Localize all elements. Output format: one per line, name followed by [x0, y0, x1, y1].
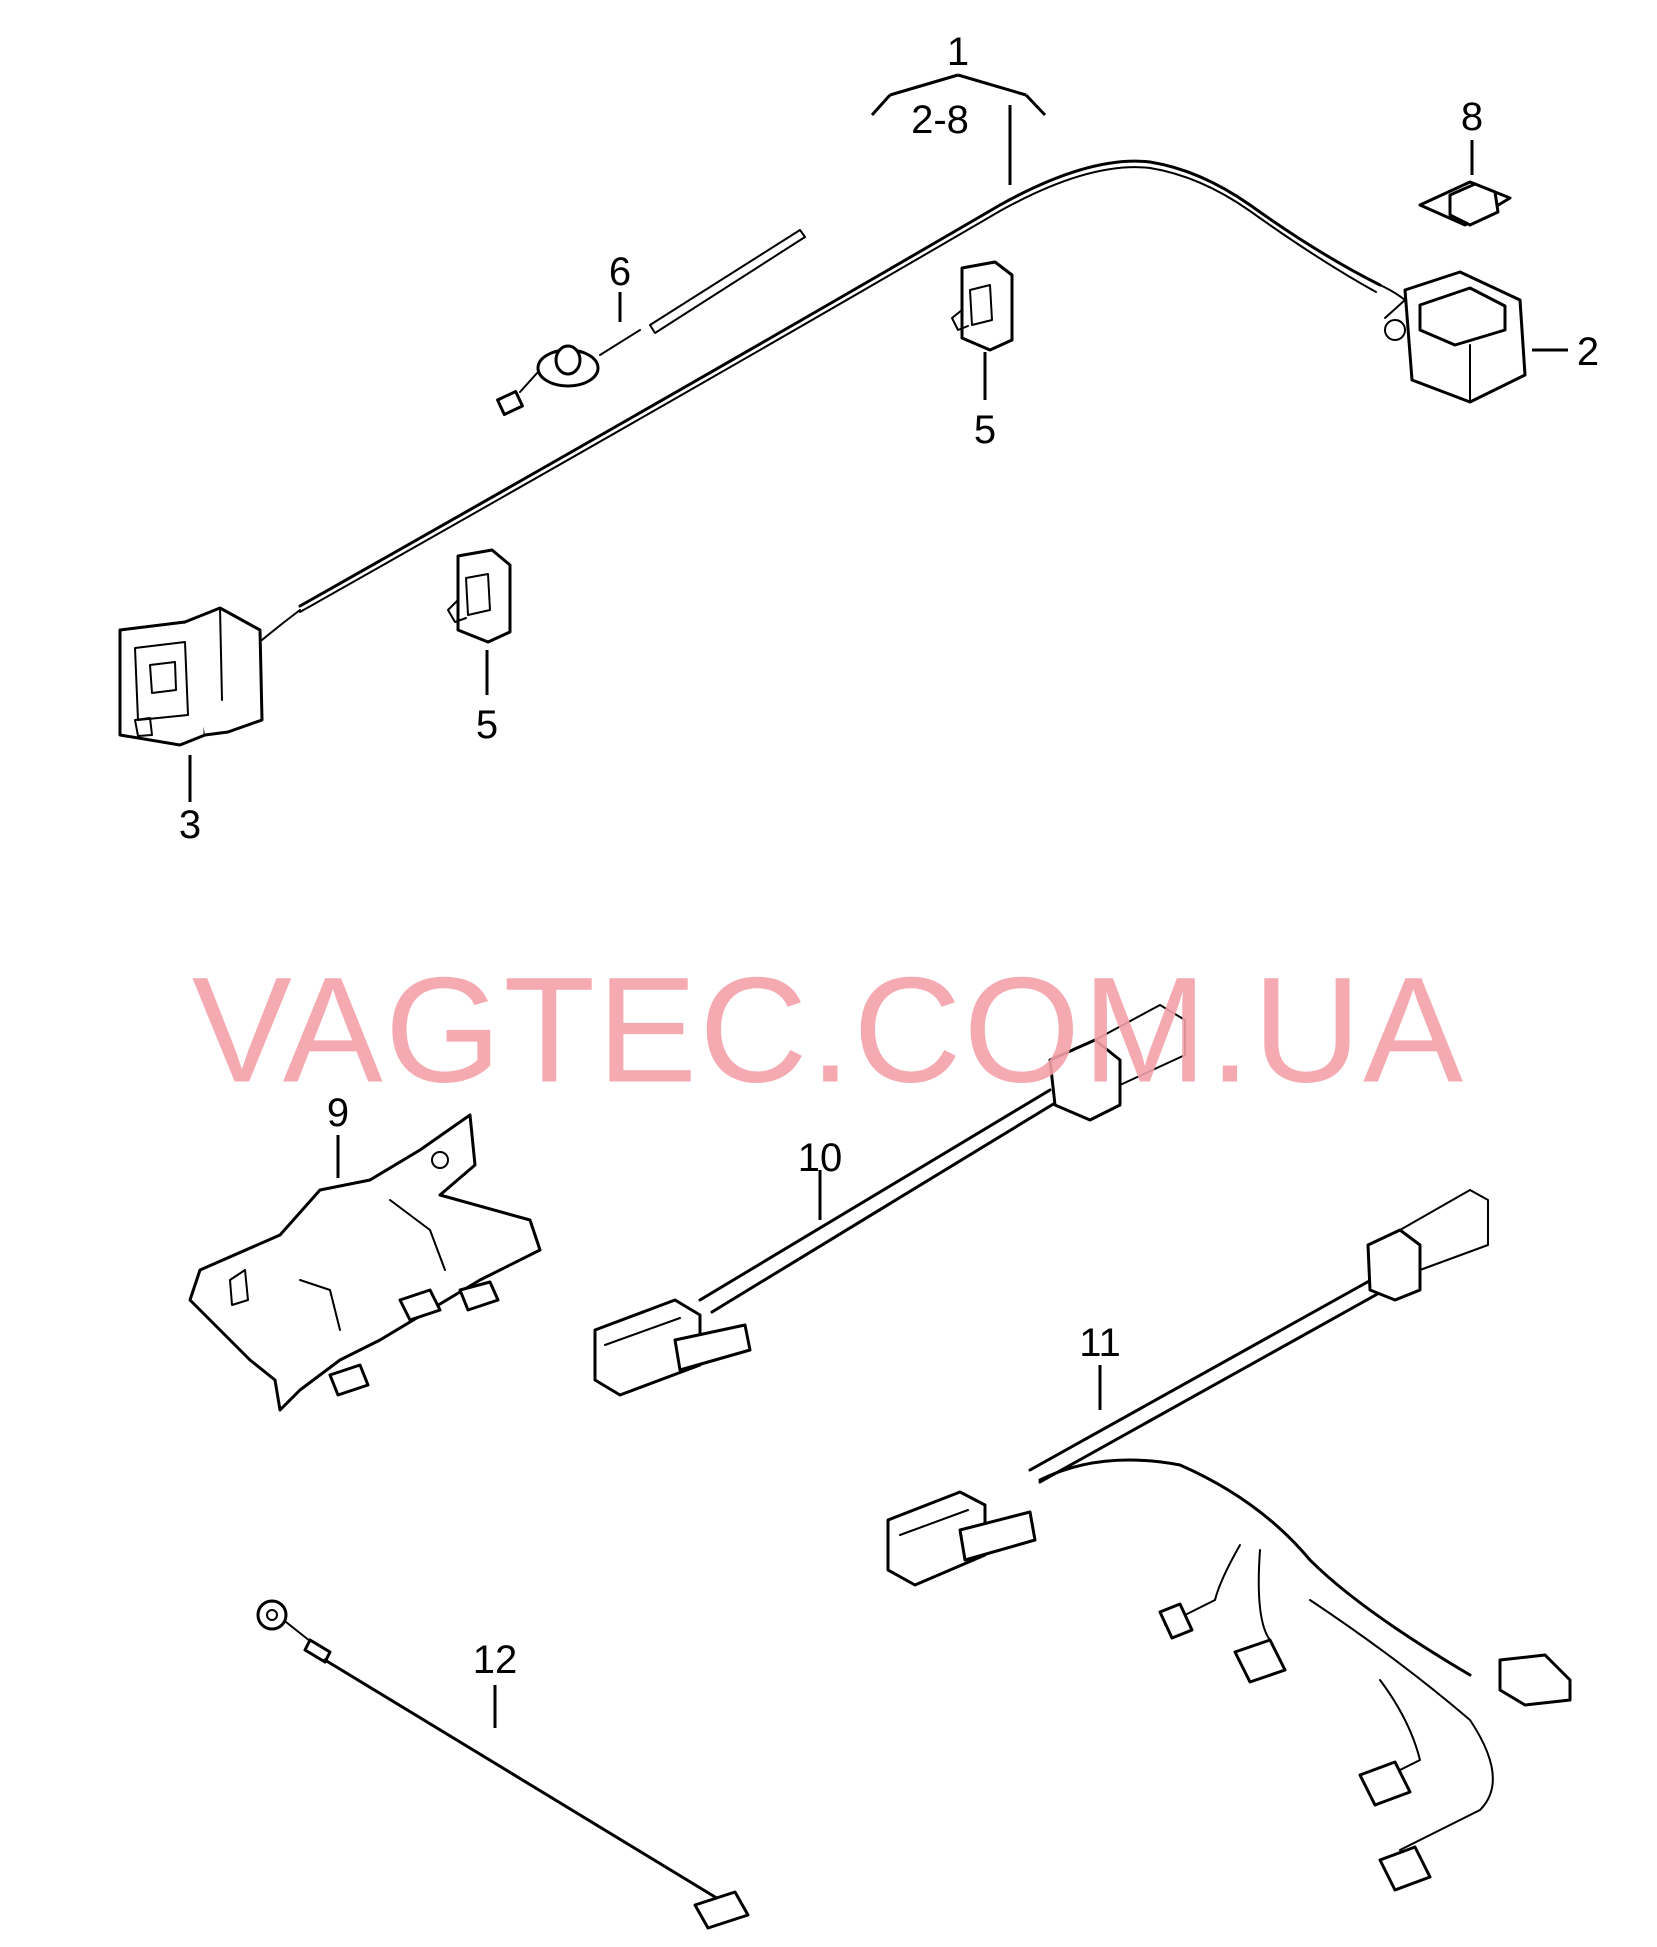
socket-part-3 — [118, 606, 264, 802]
callout-1-bracket — [870, 73, 1047, 185]
callout-6: 6 — [608, 250, 632, 294]
callout-8: 8 — [1460, 95, 1484, 139]
callout-2-8: 2-8 — [911, 98, 969, 142]
cable-tie-part-6 — [496, 229, 806, 416]
harness-part-11 — [886, 1189, 1572, 1892]
callout-10: 10 — [797, 1136, 843, 1180]
callout-5-upper: 5 — [973, 408, 997, 452]
callout-1: 1 — [946, 30, 970, 74]
callout-2: 2 — [1576, 330, 1600, 374]
ground-strap-part-12 — [256, 1599, 750, 1930]
clip-part-5-upper — [951, 260, 1014, 400]
harness-cable-part-1 — [261, 159, 1406, 641]
callout-5-lower: 5 — [475, 703, 499, 747]
clip-part-8 — [1418, 140, 1512, 227]
callout-12: 12 — [472, 1638, 518, 1682]
clip-part-5-lower — [447, 548, 512, 695]
bracket-part-9 — [188, 1113, 542, 1412]
callout-11: 11 — [1079, 1321, 1121, 1365]
wire-part-10 — [593, 1004, 1186, 1397]
callout-9: 9 — [326, 1091, 350, 1135]
connector-part-2 — [1384, 270, 1568, 404]
callout-3: 3 — [178, 803, 202, 847]
